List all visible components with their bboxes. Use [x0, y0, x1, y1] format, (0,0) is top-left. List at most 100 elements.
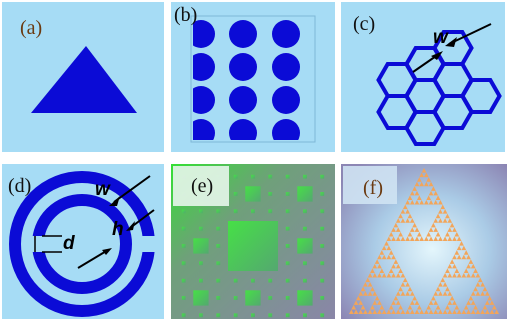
sierpinski-cell — [421, 168, 427, 173]
sierpinski-cell — [428, 181, 434, 187]
sierpinski-cell — [452, 263, 457, 269]
sierpinski-cell — [480, 309, 485, 314]
carpet-square — [285, 296, 290, 300]
carpet-square — [181, 226, 186, 231]
sierpinski-cell — [442, 272, 448, 278]
sierpinski-cell — [470, 291, 476, 296]
sierpinski-cell — [482, 304, 488, 310]
hexagon-cell — [432, 94, 474, 130]
sierpinski-cell — [405, 236, 410, 241]
carpet-square — [303, 174, 307, 179]
sierpinski-cell — [391, 300, 396, 305]
sierpinski-cell — [393, 259, 399, 264]
sierpinski-cell — [456, 236, 462, 241]
sierpinski-cell — [386, 236, 392, 241]
width-label-w: w — [433, 27, 448, 48]
sierpinski-cell — [431, 186, 436, 191]
sierpinski-cell — [435, 304, 441, 310]
carpet-square — [251, 209, 255, 214]
gap-label-h: h — [112, 219, 124, 240]
sierpinski-cell — [405, 209, 410, 214]
sierpinski-cell — [480, 291, 485, 296]
carpet-square — [285, 192, 290, 196]
sierpinski-cell — [416, 304, 422, 310]
carpet-square — [251, 278, 255, 283]
sierpinski-cell — [416, 231, 422, 237]
hole-circle — [314, 20, 335, 48]
carpet-square — [285, 261, 290, 266]
sierpinski-cell — [398, 286, 403, 292]
sierpinski-cell — [379, 268, 385, 273]
sierpinski-cell — [365, 277, 371, 283]
sierpinski-cell — [402, 204, 408, 210]
sierpinski-cell — [407, 213, 413, 219]
sierpinski-cell — [447, 218, 453, 223]
hole-circle — [193, 20, 215, 48]
sierpinski-cell — [360, 286, 366, 292]
carpet-square — [228, 221, 278, 271]
sierpinski-cell — [470, 263, 476, 269]
sierpinski-cell — [409, 218, 415, 223]
sierpinski-cell — [353, 300, 359, 305]
sierpinski-cell — [435, 231, 441, 237]
carpet-square — [216, 209, 221, 214]
sierpinski-cell — [489, 300, 495, 305]
sierpinski-cell — [433, 291, 439, 296]
hole-circle — [229, 86, 257, 114]
sierpinski-cell — [454, 304, 460, 310]
carpet-square — [320, 192, 325, 196]
sierpinski-cell — [442, 291, 448, 296]
sierpinski-cell — [395, 291, 401, 296]
sierpinski-cell — [452, 300, 457, 305]
sierpinski-carpet — [171, 164, 335, 319]
sierpinski-cell — [445, 268, 450, 273]
sierpinski-cell — [435, 286, 441, 292]
hole-circle — [272, 86, 300, 114]
sierpinski-cell — [400, 282, 406, 287]
sierpinski-cell — [388, 304, 394, 310]
sierpinski-cell — [424, 236, 429, 241]
sierpinski-cell — [442, 218, 448, 223]
triangle-shape — [31, 46, 137, 113]
hexagon-lattice — [376, 23, 502, 146]
sierpinski-cell — [445, 286, 450, 292]
sierpinski-cell — [452, 236, 457, 241]
sierpinski-cell — [442, 209, 448, 214]
sierpinski-cell — [363, 309, 368, 314]
sierpinski-cell — [433, 300, 439, 305]
carpet-square — [181, 296, 186, 300]
carpet-square — [268, 209, 273, 214]
sierpinski-cell — [442, 282, 448, 287]
sierpinski-cell — [409, 309, 415, 314]
sierpinski-cell — [428, 309, 434, 314]
carpet-square — [233, 174, 238, 179]
panel-label-e: (e) — [191, 175, 214, 197]
sierpinski-cell — [407, 195, 413, 200]
sierpinski-cell — [433, 199, 439, 205]
sierpinski-cell — [395, 218, 401, 223]
carpet-square — [303, 313, 307, 318]
sierpinski-cell — [431, 222, 436, 228]
sierpinski-cell — [428, 236, 434, 241]
hole-circle — [314, 119, 335, 147]
sierpinski-cell — [440, 277, 446, 283]
sierpinski-cell — [416, 195, 422, 200]
sierpinski-cell — [407, 304, 413, 310]
sierpinski-cell — [405, 218, 410, 223]
sierpinski-cell — [475, 272, 481, 278]
sierpinski-cell — [358, 300, 364, 305]
sierpinski-cell — [363, 291, 368, 296]
sierpinski-cell — [461, 309, 467, 314]
sierpinski-cell — [377, 272, 382, 278]
hole-circle — [193, 53, 215, 81]
carpet-square — [297, 186, 313, 202]
carpet-square — [199, 209, 203, 214]
hole-circle — [193, 86, 215, 114]
sierpinski-cell — [463, 268, 469, 273]
sierpinski-cell — [447, 272, 453, 278]
sierpinski-cell — [363, 282, 368, 287]
panel-c: (c) w — [341, 2, 505, 152]
carpet-square — [216, 313, 221, 318]
carpet-square — [320, 209, 325, 214]
carpet-square — [285, 226, 290, 231]
